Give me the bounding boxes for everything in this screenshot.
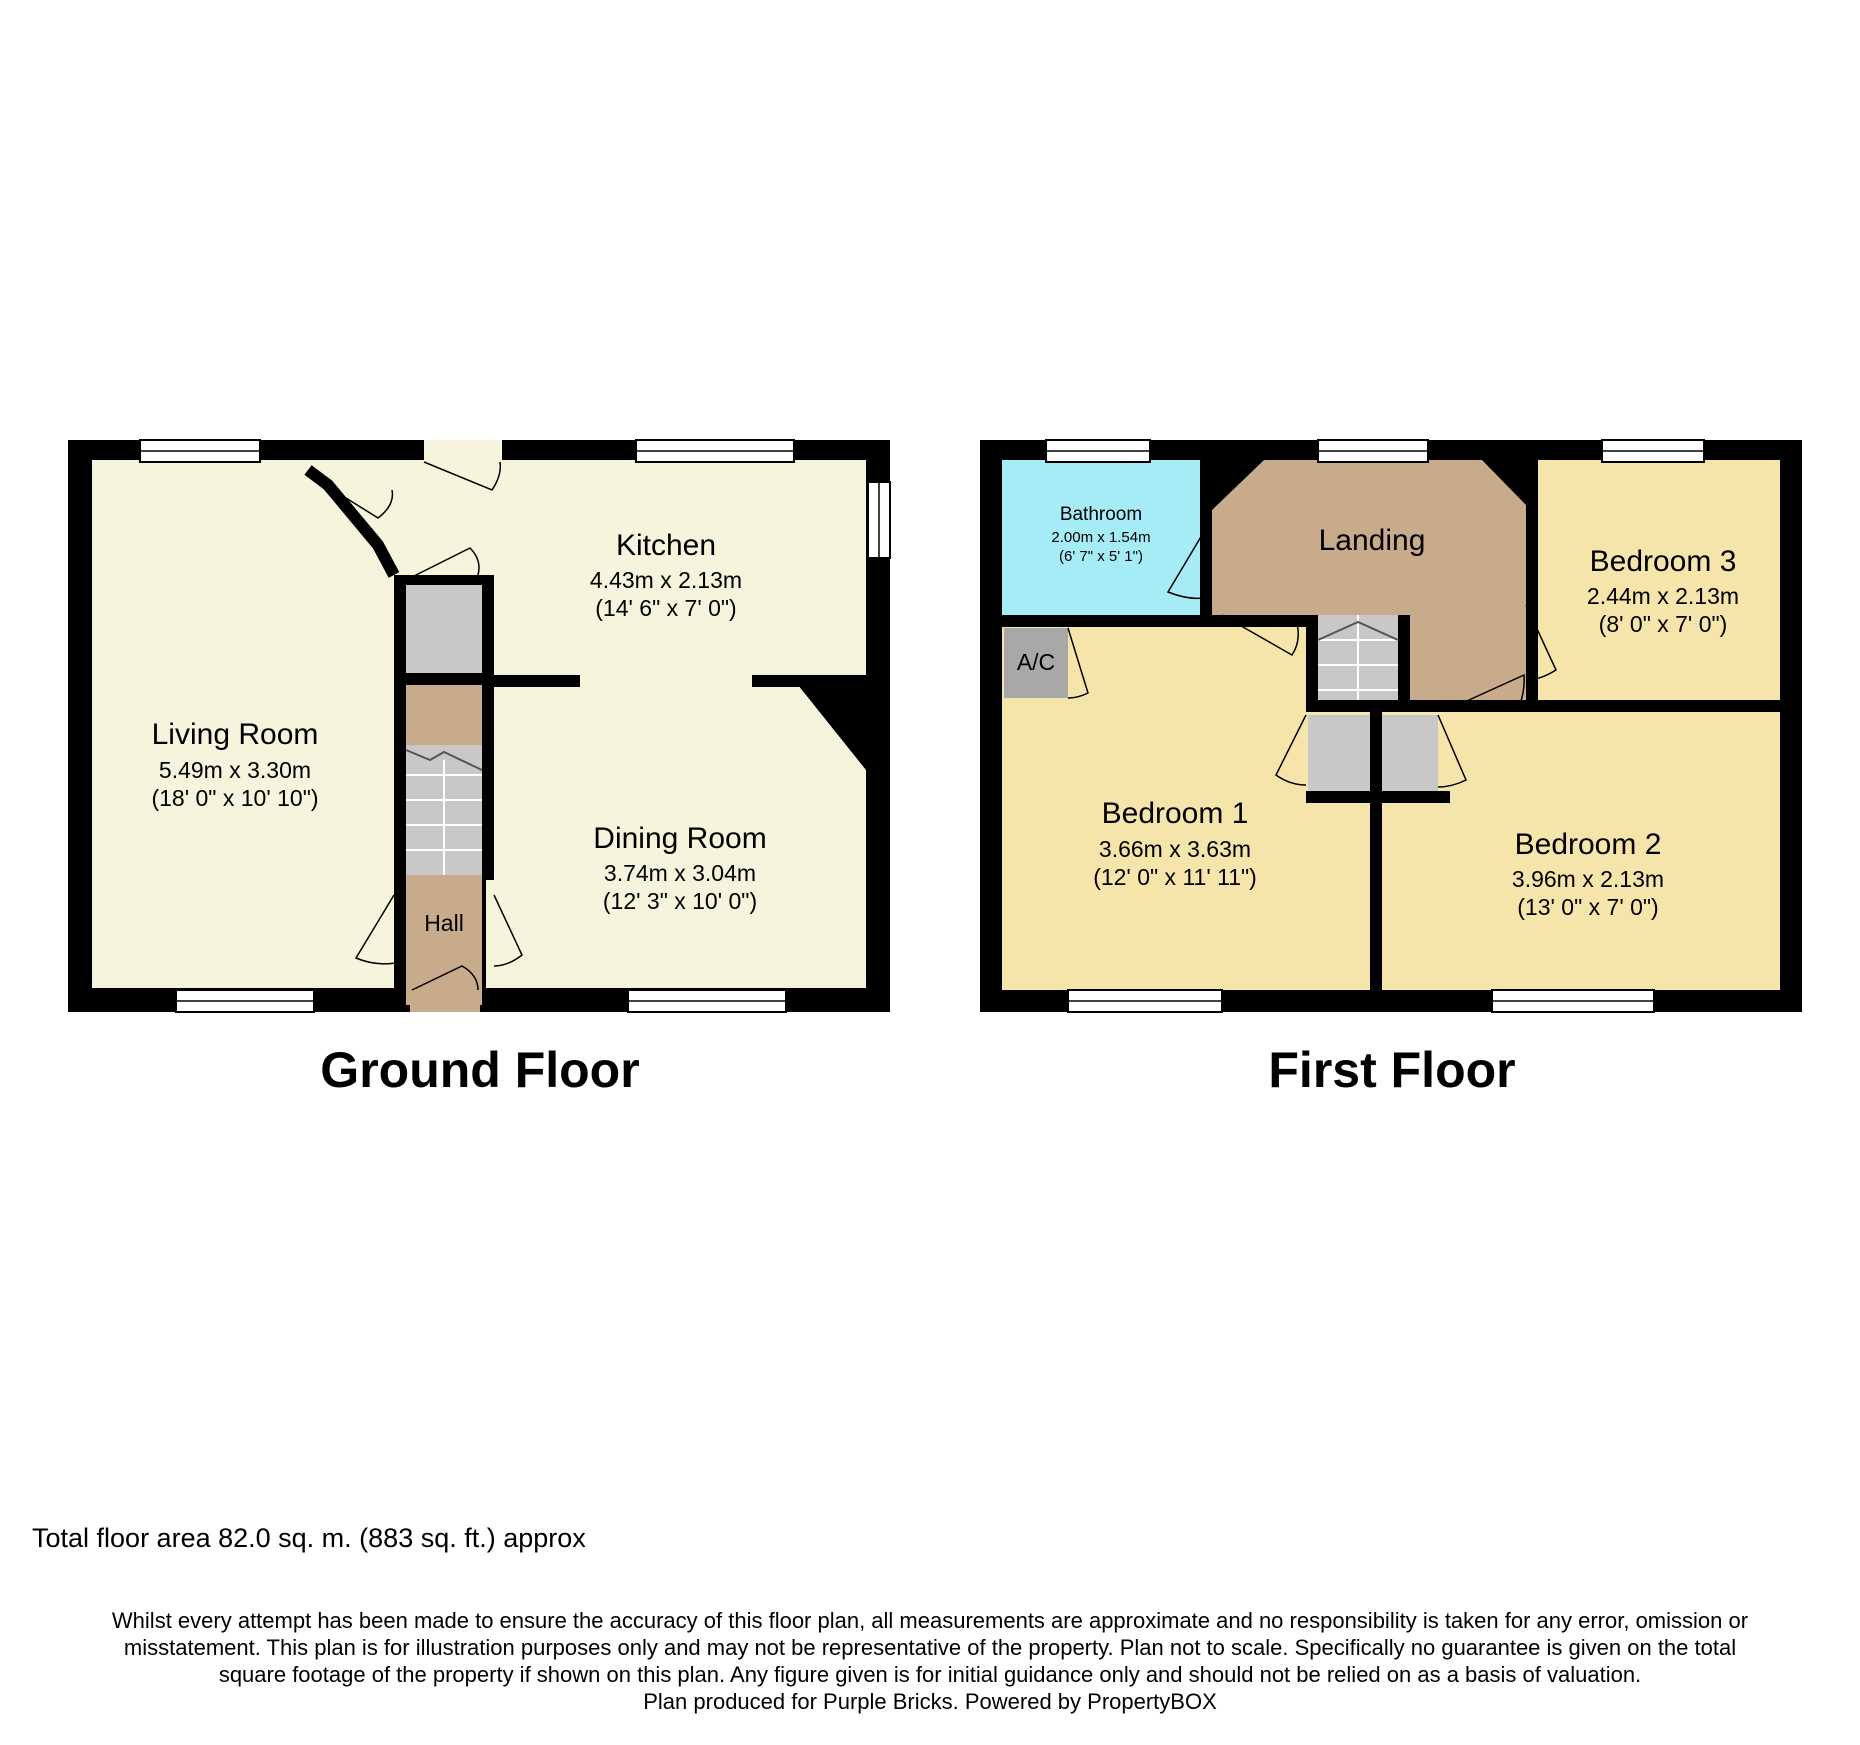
landing-corner-wall-left [1212, 440, 1264, 510]
landing-corner-wall-right [1482, 440, 1538, 505]
ac-label: A/C [1017, 649, 1055, 675]
door-swing [1275, 714, 1307, 786]
door-swing [493, 894, 523, 967]
disclaimer: Whilst every attempt has been made to en… [40, 1607, 1820, 1715]
bath-bed1-wall [980, 615, 1210, 627]
stair-break-line [405, 749, 483, 771]
door-swing [411, 965, 479, 991]
kitchen-imperial: (14' 6" x 7' 0") [595, 595, 736, 621]
hall-east-wall [482, 575, 494, 880]
door-swing [1221, 614, 1299, 656]
back-door-swing [423, 461, 502, 491]
landing-name: Landing [1319, 524, 1426, 557]
ground-floor-title: Ground Floor [320, 1042, 639, 1098]
disclaimer-line: Plan produced for Purple Bricks. Powered… [643, 1689, 1217, 1714]
bathroom-name: Bathroom [1060, 504, 1142, 525]
bedroom-2-metric: 3.96m x 2.13m [1512, 866, 1664, 892]
ac-cupboard [1004, 628, 1068, 698]
kitchen-name: Kitchen [616, 529, 716, 562]
dining-room-imperial: (12' 3" x 10' 0") [603, 888, 757, 914]
dining-room-name: Dining Room [593, 822, 766, 855]
stair-west-wall [1306, 615, 1318, 711]
bed1-bed2-wall [1370, 791, 1382, 990]
angled-wall [304, 465, 400, 578]
bedroom-3-imperial: (8' 0" x 7' 0") [1599, 611, 1728, 637]
living-room-name: Living Room [152, 718, 319, 751]
bath-landing-wall [1200, 440, 1212, 520]
living-room-imperial: (18' 0" x 10' 10") [151, 785, 318, 811]
bedroom-2-area [1382, 712, 1780, 990]
stair-south-wall [1306, 700, 1410, 712]
cupboard-divider-wall [1370, 712, 1382, 802]
landing-south-wall [1410, 700, 1450, 712]
ground-stairs [405, 745, 483, 875]
bedroom-3-name: Bedroom 3 [1590, 545, 1737, 578]
disclaimer-line: square footage of the property if shown … [218, 1662, 1642, 1687]
cupboard [1308, 715, 1370, 791]
bedroom-3-metric: 2.44m x 2.13m [1587, 583, 1739, 609]
door-swing [354, 894, 397, 965]
landing-area [1212, 460, 1526, 700]
total-floor-area: Total floor area 82.0 sq. m. (883 sq. ft… [32, 1523, 586, 1553]
cupboard-divider [406, 673, 482, 685]
bathroom-metric: 2.00m x 1.54m [1051, 529, 1150, 546]
chimney-breast [790, 675, 866, 770]
kitchen-metric: 4.43m x 2.13m [590, 567, 742, 593]
door-swing [1457, 673, 1525, 706]
kitchen-dining-area [486, 460, 866, 988]
disclaimer-line: misstatement. This plan is for illustrat… [123, 1635, 1737, 1660]
door-swing [1166, 524, 1209, 600]
first-floor-title: First Floor [1268, 1042, 1515, 1098]
front-door-gap [410, 988, 480, 1012]
bed3-south-wall [1526, 700, 1802, 712]
bath-landing-wall-lower [1200, 600, 1212, 627]
hall-name: Hall [424, 910, 464, 936]
landing-east-wall [1398, 615, 1410, 712]
kitchen-divider-wall-left [482, 675, 580, 687]
first-floor-plan: Bathroom 2.00m x 1.54m (6' 7" x 5' 1") L… [980, 439, 1802, 1098]
living-room-area [92, 460, 394, 988]
door-swing [409, 547, 480, 579]
first-windows [1045, 439, 1705, 1013]
cupboard [1382, 715, 1438, 791]
door-swing [1067, 627, 1089, 699]
door-swing [1437, 714, 1467, 788]
stair-arrow [1317, 620, 1399, 641]
hall-west-wall [394, 575, 406, 988]
bedroom-1-name: Bedroom 1 [1102, 797, 1249, 830]
bed3-west-wall [1526, 460, 1538, 605]
living-kitchen-link-area [300, 460, 486, 575]
ground-windows [139, 439, 891, 1013]
bedroom-3-area [1538, 460, 1780, 700]
door-swing [1525, 604, 1557, 681]
under-stairs-cupboard [406, 585, 482, 673]
bedroom-2-name: Bedroom 2 [1515, 828, 1662, 861]
disclaimer-line: Whilst every attempt has been made to en… [111, 1608, 1749, 1633]
bathroom-imperial: (6' 7" x 5' 1") [1059, 548, 1143, 565]
back-door-opening [424, 440, 502, 462]
bedroom-2-imperial: (13' 0" x 7' 0") [1517, 894, 1658, 920]
bedroom-1-metric: 3.66m x 3.63m [1099, 836, 1251, 862]
bathroom-area [1002, 460, 1200, 615]
bedroom-1-imperial: (12' 0" x 11' 11") [1093, 864, 1257, 890]
living-room-metric: 5.49m x 3.30m [159, 757, 311, 783]
ground-floor-plan: Living Room 5.49m x 3.30m (18' 0" x 10' … [68, 439, 891, 1098]
dining-room-metric: 3.74m x 3.04m [604, 860, 756, 886]
door-swing [329, 487, 394, 519]
